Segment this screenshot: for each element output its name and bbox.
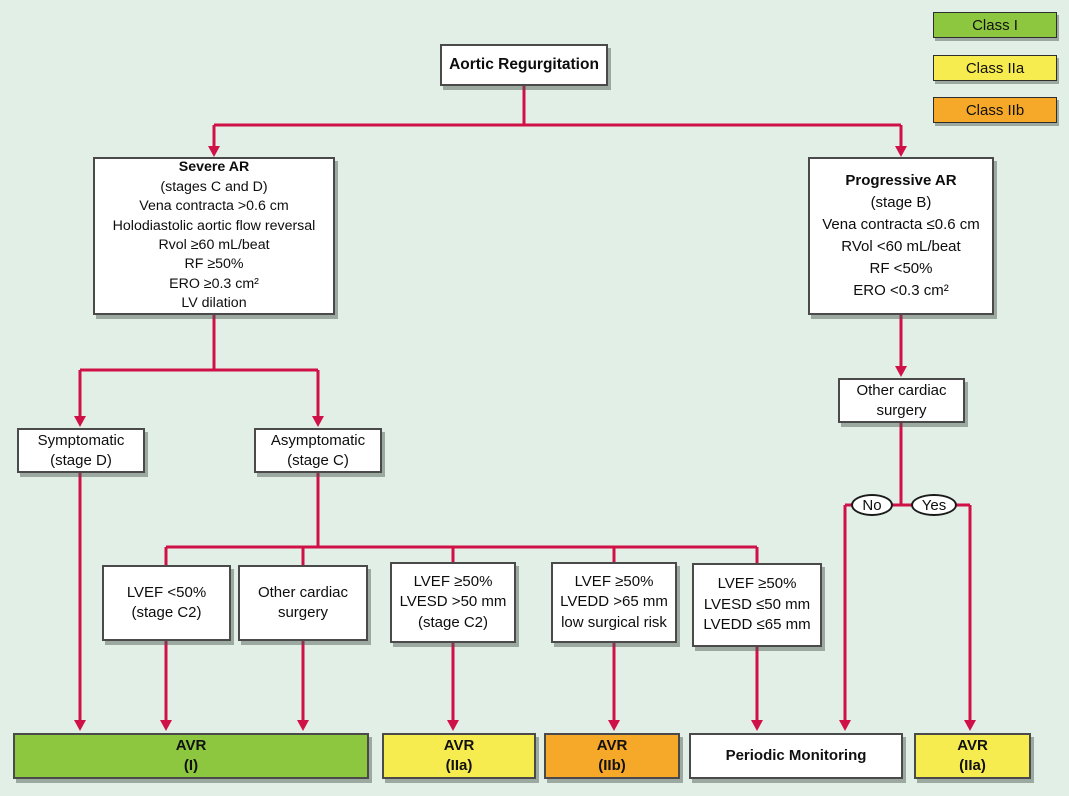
legend-class-iia-label: Class IIa	[965, 59, 1025, 77]
node-aortic-regurgitation: Aortic Regurgitation	[440, 44, 608, 86]
arrowhead	[839, 720, 851, 731]
arrowhead	[312, 416, 324, 427]
node-severe-ar: Severe AR (stages C and D) Vena contract…	[93, 157, 335, 315]
legend-class-i: Class I	[933, 12, 1057, 38]
arrowhead	[74, 416, 86, 427]
arrowhead	[964, 720, 976, 731]
outcome-avr-class-i: AVR (I)	[13, 733, 369, 779]
legend-class-iib: Class IIb	[933, 97, 1057, 123]
decision-no-oval: No	[851, 494, 893, 516]
node-other-cardiac-surgery-left: Other cardiac surgery	[238, 565, 368, 641]
arrowhead	[74, 720, 86, 731]
connector-lines	[78, 86, 972, 721]
arrowhead	[208, 146, 220, 157]
progressive-ar-title: Progressive AR	[845, 172, 957, 189]
avr-class-iia-mid-label: AVR (IIa)	[443, 737, 475, 774]
node-lvef-lt-50: LVEF <50% (stage C2)	[102, 565, 231, 641]
node-symptomatic: Symptomatic (stage D)	[17, 428, 145, 473]
node-progressive-ar: Progressive AR (stage B) Vena contracta …	[808, 157, 994, 315]
progressive-ar-criteria: (stage B) Vena contracta ≤0.6 cm RVol <6…	[822, 194, 980, 299]
node-lvef-ge50-lvesd-le50-lvedd-le65: LVEF ≥50% LVESD ≤50 mm LVEDD ≤65 mm	[692, 563, 822, 647]
outcome-periodic-monitoring: Periodic Monitoring	[689, 733, 903, 779]
node-other-cardiac-surgery-right: Other cardiac surgery	[838, 378, 965, 423]
root-title: Aortic Regurgitation	[449, 56, 599, 73]
node-lvef-ge50-lvedd-gt65: LVEF ≥50% LVEDD >65 mm low surgical risk	[551, 562, 677, 643]
outcome-avr-class-iia-right: AVR (IIa)	[914, 733, 1031, 779]
lvef-ge50-lvesd-le50-lvedd-le65-label: LVEF ≥50% LVESD ≤50 mm LVEDD ≤65 mm	[703, 575, 811, 634]
arrowhead	[297, 720, 309, 731]
legend-class-iib-label: Class IIb	[965, 101, 1025, 119]
outcome-avr-class-iib: AVR (IIb)	[544, 733, 680, 779]
arrowhead	[895, 146, 907, 157]
node-asymptomatic: Asymptomatic (stage C)	[254, 428, 382, 473]
arrowhead	[608, 720, 620, 731]
lvef-ge50-lvedd-gt65-label: LVEF ≥50% LVEDD >65 mm low surgical risk	[560, 572, 668, 631]
decision-no-label: No	[862, 496, 882, 514]
arrowhead	[751, 720, 763, 731]
other-cardiac-surgery-left-label: Other cardiac surgery	[257, 583, 349, 622]
severe-ar-criteria: (stages C and D) Vena contracta >0.6 cm …	[112, 178, 316, 312]
lvef-lt-50-label: LVEF <50% (stage C2)	[126, 583, 207, 622]
severe-ar-title: Severe AR	[178, 159, 250, 176]
arrowhead	[160, 720, 172, 731]
avr-class-iia-right-label: AVR (IIa)	[957, 737, 988, 774]
periodic-monitoring-label: Periodic Monitoring	[725, 747, 867, 764]
avr-class-i-label: AVR (I)	[175, 737, 207, 774]
asymptomatic-label: Asymptomatic (stage C)	[270, 431, 366, 469]
node-lvef-ge50-lvesd-gt50: LVEF ≥50% LVESD >50 mm (stage C2)	[390, 562, 516, 643]
other-cardiac-surgery-right-label: Other cardiac surgery	[856, 381, 947, 419]
legend-class-iia: Class IIa	[933, 55, 1057, 81]
avr-class-iib-label: AVR (IIb)	[596, 737, 628, 774]
arrowhead	[447, 720, 459, 731]
outcome-avr-class-iia-mid: AVR (IIa)	[382, 733, 536, 779]
decision-yes-label: Yes	[921, 496, 947, 514]
decision-yes-oval: Yes	[911, 494, 957, 516]
arrowhead	[895, 366, 907, 377]
arrowheads	[74, 146, 976, 731]
symptomatic-label: Symptomatic (stage D)	[37, 431, 125, 469]
lvef-ge50-lvesd-gt50-label: LVEF ≥50% LVESD >50 mm (stage C2)	[399, 572, 507, 631]
legend-class-i-label: Class I	[972, 16, 1018, 34]
